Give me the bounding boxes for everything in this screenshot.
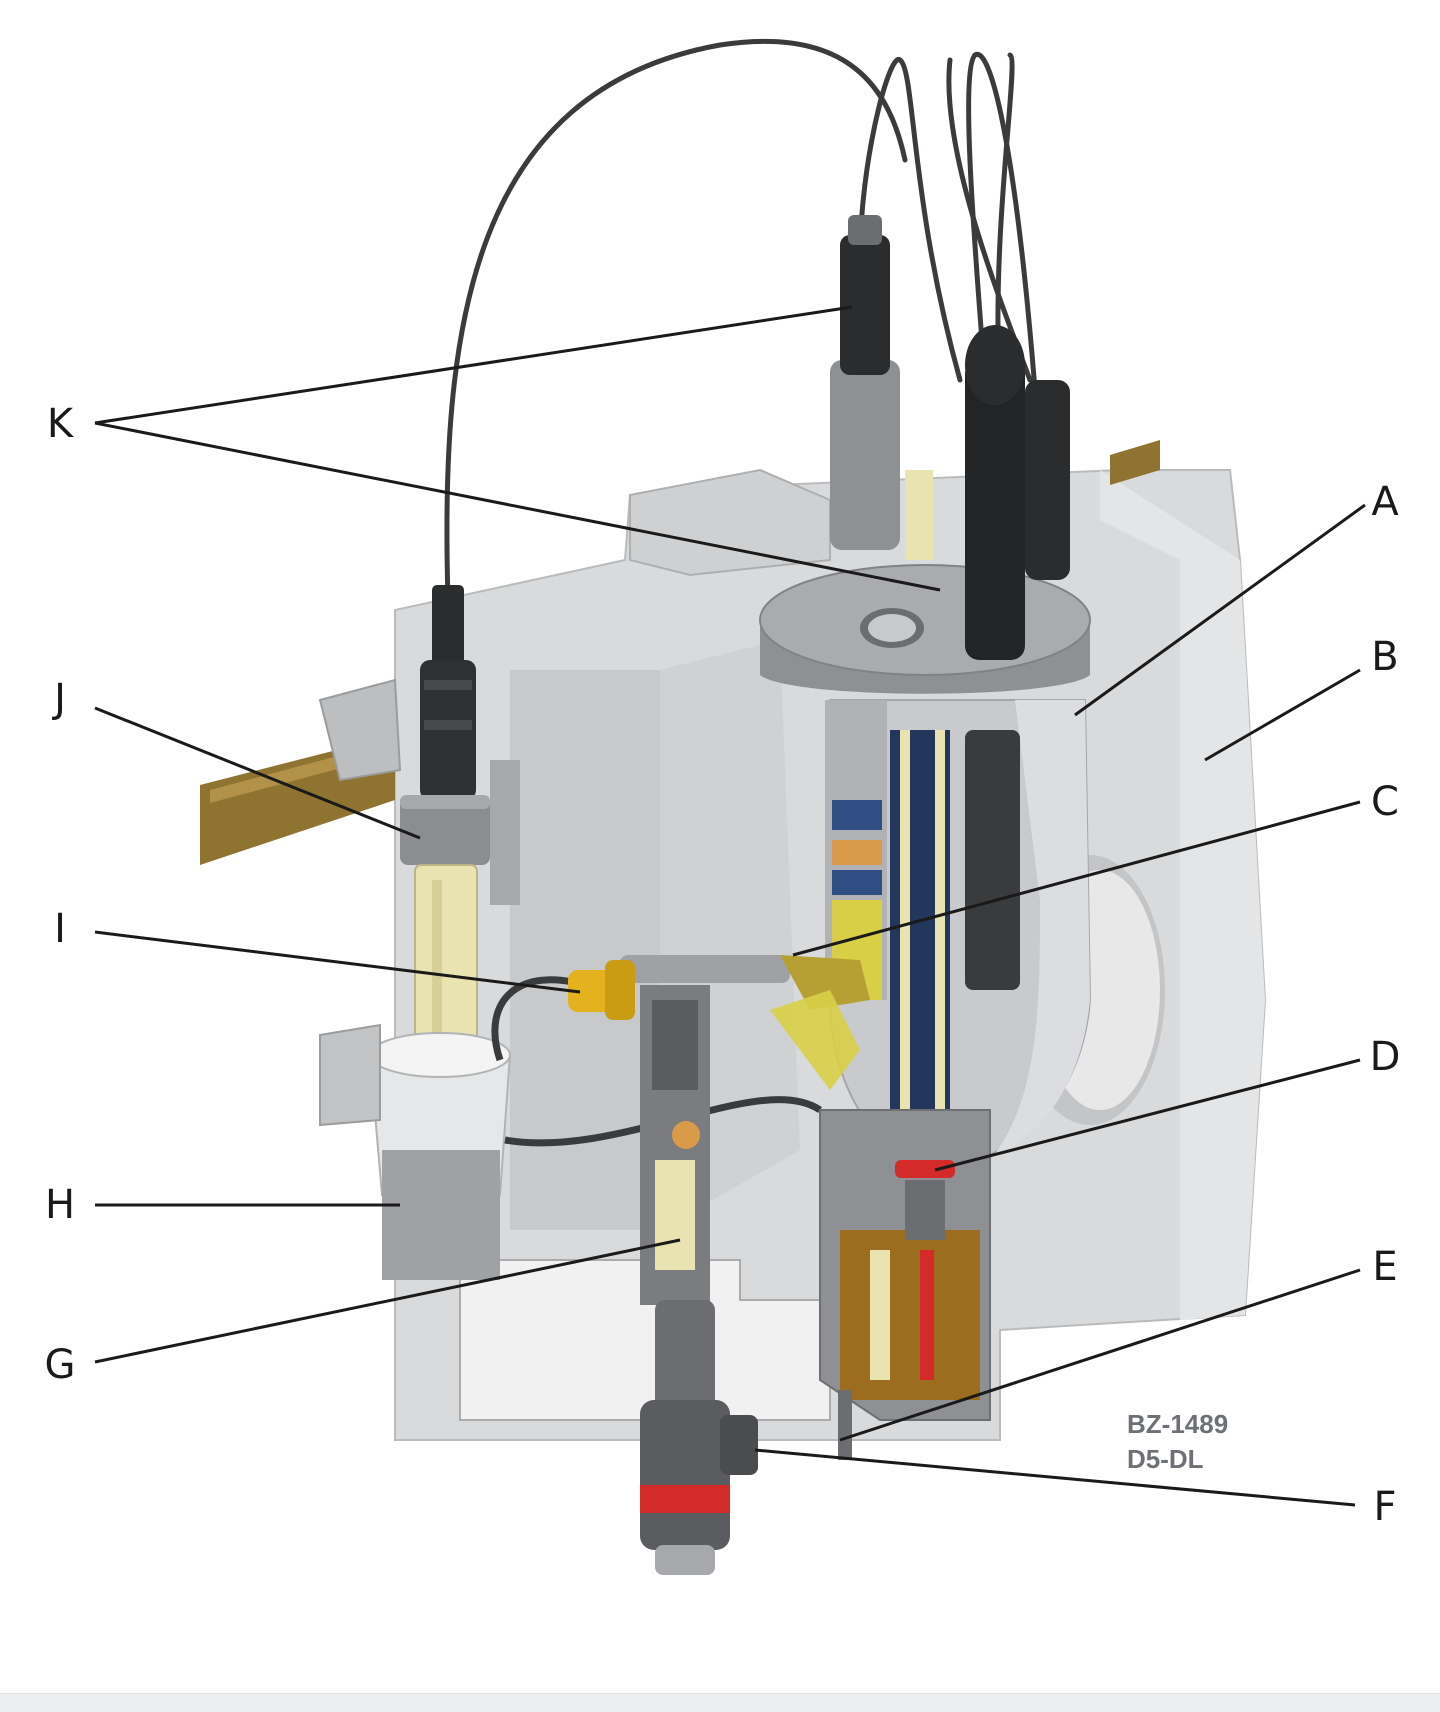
leader-lines (94, 305, 1366, 1507)
leader-f (754, 1448, 1356, 1507)
leader-k-upper (94, 305, 853, 425)
leader-g (94, 1238, 681, 1364)
bottom-scroll-bar (0, 1693, 1440, 1712)
callout-label-i: I (54, 906, 66, 952)
leader-k-lower (94, 421, 941, 592)
callout-label-k: K (47, 401, 75, 447)
leader-d (934, 1058, 1361, 1172)
drawing-code-line-1: BZ-1489 (1127, 1409, 1228, 1439)
callout-label-f: F (1373, 1484, 1396, 1530)
leader-c (792, 800, 1361, 957)
callout-label-j: J (51, 676, 66, 722)
left-sensor-assembly (318, 585, 520, 1280)
flow-cell-column (568, 955, 870, 1575)
callout-label-a: A (1371, 479, 1399, 525)
callout-label-c: C (1371, 779, 1399, 825)
callout-label-e: E (1372, 1244, 1397, 1290)
drawing-code-line-2: D5-DL (1127, 1444, 1204, 1474)
electrode-block (819, 1109, 991, 1460)
callout-label-g: G (45, 1342, 76, 1388)
callout-label-h: H (45, 1182, 75, 1228)
callout-label-d: D (1370, 1034, 1401, 1080)
leader-j (94, 706, 421, 840)
leader-i (94, 930, 581, 994)
lid-sensors (830, 215, 1070, 660)
leader-a (1074, 503, 1366, 717)
callout-label-b: B (1371, 634, 1398, 680)
leader-b (1204, 668, 1361, 762)
callout-labels: A B C D E F G H I J K (45, 401, 1401, 1530)
leader-e (839, 1268, 1361, 1442)
